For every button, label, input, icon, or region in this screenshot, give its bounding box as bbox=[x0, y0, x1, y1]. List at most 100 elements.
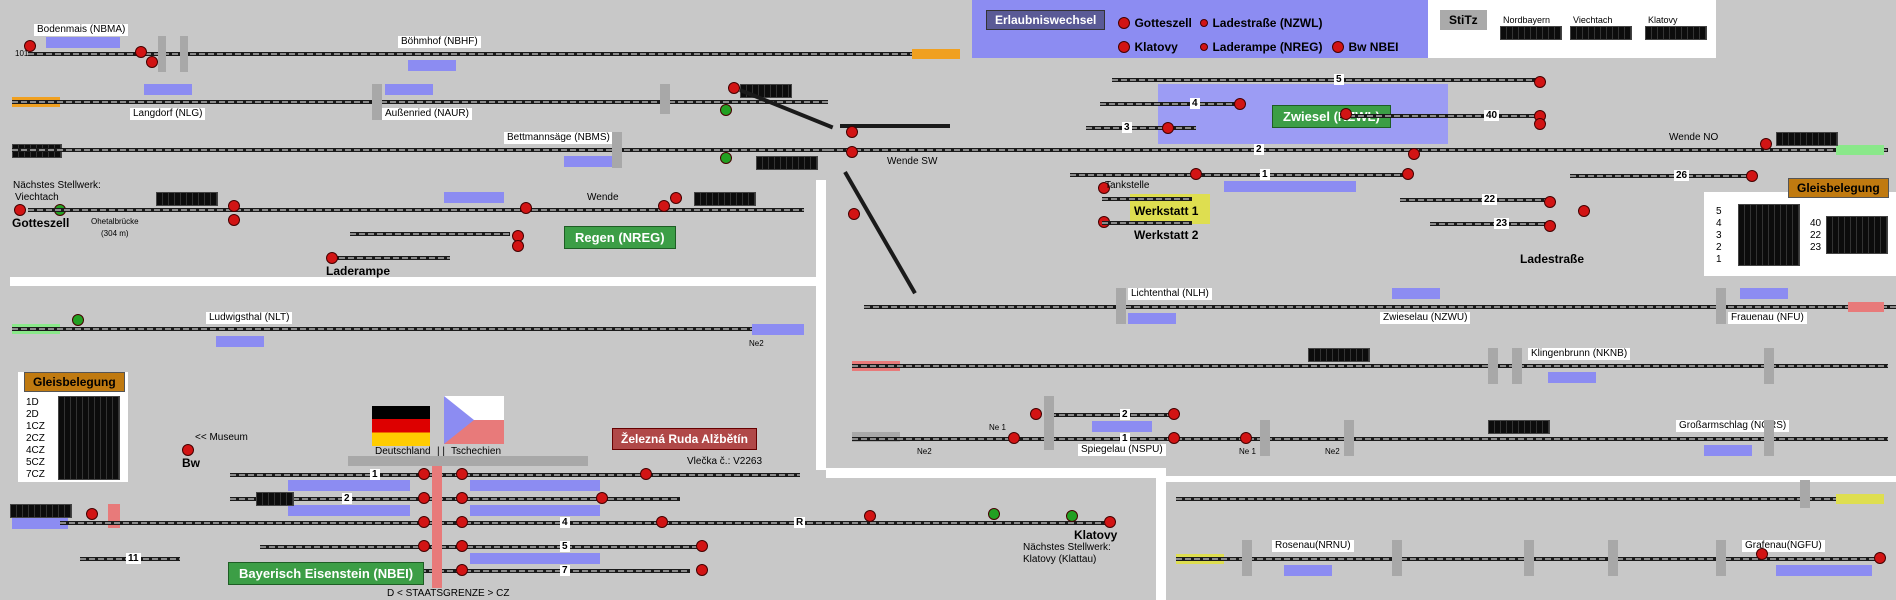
signal-icon bbox=[1544, 196, 1556, 208]
track-laderampe bbox=[330, 256, 450, 260]
platform bbox=[1608, 540, 1618, 576]
signal-icon bbox=[182, 444, 194, 456]
track-lichtenthal bbox=[864, 305, 1896, 309]
track-number-2: 2 bbox=[1254, 144, 1264, 155]
signal-icon bbox=[1162, 122, 1174, 134]
zwiesel-track-26 bbox=[1570, 174, 1750, 178]
stitz-button[interactable]: StiTz bbox=[1440, 10, 1487, 30]
permission-change-button[interactable]: Erlaubniswechsel bbox=[986, 10, 1106, 30]
border-divider: | | bbox=[437, 446, 445, 457]
track-end-marker bbox=[912, 49, 960, 59]
signal-icon bbox=[720, 104, 732, 116]
station-eisenstein[interactable]: Bayerisch Eisenstein (NBEI) bbox=[228, 562, 425, 585]
track-number: 101 bbox=[15, 49, 29, 58]
platform bbox=[1260, 420, 1270, 456]
zwiesel-track-4 bbox=[1100, 102, 1240, 106]
signal-icon bbox=[418, 516, 430, 528]
ohetal-label: Ohetalbrücke bbox=[91, 217, 139, 226]
track-number-11: 11 bbox=[126, 553, 141, 564]
station-zelezna-ruda[interactable]: Železná Ruda Alžbětín bbox=[612, 428, 757, 450]
switch-label: Gotteszell bbox=[1134, 16, 1192, 30]
station-label-grafenau: Grafenau(NGFU) bbox=[1742, 540, 1825, 552]
occupancy-bar bbox=[288, 505, 410, 516]
stitz-indicator bbox=[1645, 26, 1707, 40]
signal-icon bbox=[228, 200, 240, 212]
stitz-indicator bbox=[1500, 26, 1562, 40]
signal-icon bbox=[1578, 205, 1590, 217]
station-bw[interactable]: Bw bbox=[182, 456, 200, 470]
stitz-target: Nordbayern bbox=[1503, 15, 1551, 25]
signal-icon bbox=[456, 468, 468, 480]
stitz-indicator bbox=[1570, 26, 1632, 40]
platform bbox=[1512, 348, 1522, 384]
track-number-1: 1 bbox=[370, 469, 380, 480]
occupancy-bar bbox=[470, 505, 600, 516]
station-zwiesel[interactable]: Zwiesel (NZWL) bbox=[1272, 105, 1391, 128]
block-indicator bbox=[156, 192, 218, 206]
ohetal-length: (304 m) bbox=[101, 229, 129, 238]
tankstelle-label: Tankstelle bbox=[1105, 180, 1150, 191]
gleis-row-label: 1D bbox=[26, 397, 39, 408]
switch-laderampe[interactable]: Laderampe (NREG) bbox=[1200, 38, 1322, 56]
werkstatt-2[interactable]: Werkstatt 2 bbox=[1134, 228, 1199, 242]
track-langdorf bbox=[12, 100, 828, 104]
zwiesel-track-23 bbox=[1430, 222, 1550, 226]
switch-klatovy[interactable]: Klatovy bbox=[1118, 38, 1178, 56]
signal-icon bbox=[1534, 118, 1546, 130]
museum-link[interactable]: << Museum bbox=[195, 432, 248, 443]
signal-icon bbox=[1402, 168, 1414, 180]
signal-icon bbox=[596, 492, 608, 504]
signal-icon bbox=[1756, 548, 1768, 560]
zwiesel-track-3 bbox=[1086, 126, 1196, 130]
switch-ladestrasse[interactable]: Ladestraße (NZWL) bbox=[1200, 14, 1322, 32]
signal-icon bbox=[1200, 18, 1208, 27]
block-indicator bbox=[1488, 420, 1550, 434]
signal-icon bbox=[456, 564, 468, 576]
zwiesel-track-40 bbox=[1340, 114, 1540, 118]
zwiesel-track-1 bbox=[1070, 173, 1408, 177]
gleis-row-label: 5 bbox=[1716, 206, 1722, 217]
station-label-langdorf: Langdorf (NLG) bbox=[130, 108, 206, 120]
occupancy-bar bbox=[1224, 181, 1356, 192]
platform bbox=[1716, 540, 1726, 576]
track-gotteszell-regen bbox=[28, 208, 804, 212]
separator bbox=[10, 277, 816, 286]
signal-icon bbox=[1332, 40, 1344, 53]
signal-icon bbox=[640, 468, 652, 480]
gleis-row-label: 23 bbox=[1810, 242, 1822, 253]
deutschland-label: Deutschland bbox=[375, 446, 431, 457]
occupancy-bar bbox=[216, 336, 264, 347]
platform bbox=[372, 84, 382, 120]
occupancy-bar bbox=[564, 156, 612, 167]
separator bbox=[1166, 476, 1896, 482]
gleis-row-label: 40 bbox=[1810, 218, 1822, 229]
switch-gotteszell[interactable]: Gotteszell bbox=[1118, 14, 1192, 32]
gleis-row-label: 5CZ bbox=[26, 457, 45, 468]
track-diagonal bbox=[843, 171, 917, 295]
track-klingenbrunn bbox=[852, 364, 1888, 368]
signal-icon bbox=[326, 252, 338, 264]
station-label-rosenau: Rosenau(NRNU) bbox=[1272, 540, 1354, 552]
track-number-1: 1 bbox=[1260, 169, 1270, 180]
occupancy-bar bbox=[1092, 421, 1152, 432]
next-box-klatovy: Klatovy (Klattau) bbox=[1023, 554, 1097, 565]
signal-icon bbox=[720, 152, 732, 164]
switch-bw-nbei[interactable]: Bw NBEI bbox=[1332, 38, 1398, 56]
signal-icon bbox=[1534, 76, 1546, 88]
track-end-marker bbox=[1836, 494, 1884, 504]
gleis-title-right: Gleisbelegung bbox=[1788, 178, 1889, 198]
signal-icon bbox=[846, 146, 858, 158]
track-number-40: 40 bbox=[1484, 110, 1500, 121]
wende-sw-label: Wende SW bbox=[887, 156, 938, 167]
track-number-3: 3 bbox=[1122, 122, 1132, 133]
signal-icon bbox=[1008, 432, 1020, 444]
station-regen[interactable]: Regen (NREG) bbox=[564, 226, 676, 249]
werkstatt-1[interactable]: Werkstatt 1 bbox=[1134, 204, 1199, 218]
track-number-4: 4 bbox=[560, 517, 570, 528]
signal-icon bbox=[418, 540, 430, 552]
platform bbox=[1344, 420, 1354, 456]
station-ladestrasse: Ladestraße bbox=[1520, 252, 1585, 266]
signal-icon bbox=[846, 126, 858, 138]
occupancy-bar bbox=[752, 324, 804, 335]
tschechien-label: Tschechien bbox=[451, 446, 502, 457]
